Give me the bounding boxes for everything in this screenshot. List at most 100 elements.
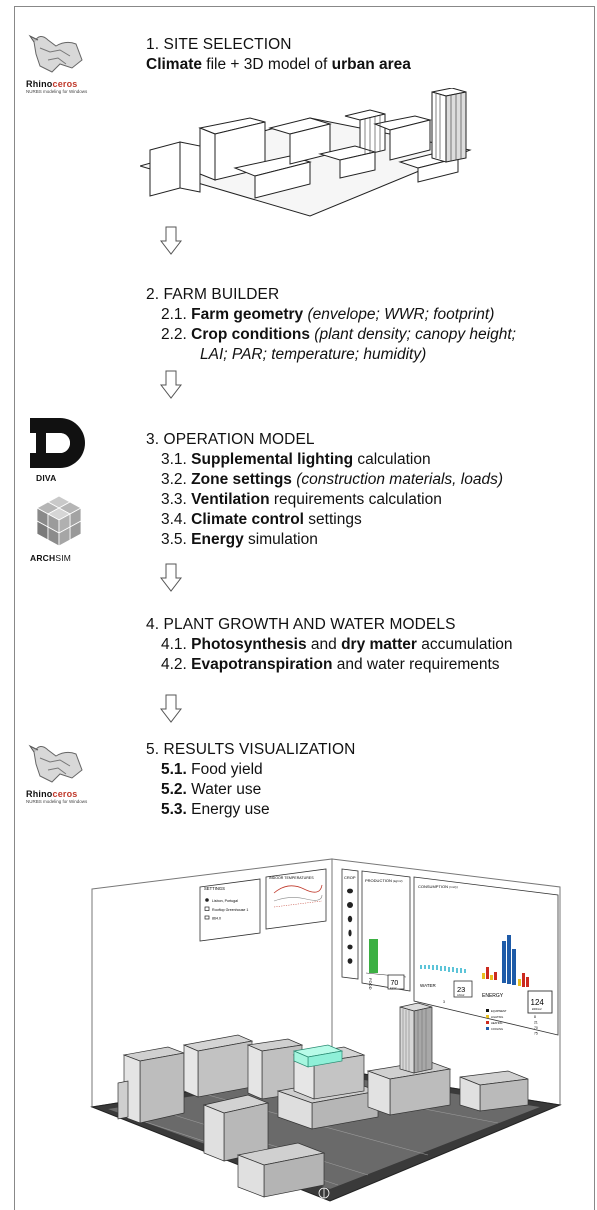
step-3-heading: 3. OPERATION MODEL	[146, 431, 315, 448]
step-2-2-cont-italic: LAI; PAR; temperature; humidity)	[200, 346, 427, 363]
diva-label: DIVA	[36, 473, 57, 483]
water-use-bars	[420, 965, 466, 973]
rooftop-greenhouse	[292, 1044, 344, 1068]
greenhouse-icon	[204, 906, 210, 911]
settings-panel: SETTINGS Lisbon, Portugal Rooftop Greenh…	[199, 878, 261, 942]
step-5-1-text: Food yield	[186, 761, 263, 778]
step-4-2-bold: Evapotranspiration	[191, 656, 333, 673]
archsim-label: ARCHSIM	[30, 553, 96, 563]
step-3-2-bold: Zone settings	[191, 471, 292, 488]
food-unit: kg/m2	[390, 987, 397, 990]
archsim-label-b: SIM	[55, 553, 72, 563]
crop-title: CROP	[344, 875, 356, 880]
step-3-3-bold: Ventilation	[191, 491, 270, 508]
step-2-2: 2.2. Crop conditions (plant density; can…	[146, 325, 516, 345]
crop-icon-lettuce	[347, 888, 353, 894]
production-title: PRODUCTION (kg/m²)	[365, 878, 403, 883]
legend-heating: HEATING	[491, 1021, 502, 1025]
rhino-brand-a: Rhino	[26, 79, 53, 89]
rhino-brand-b: ceros	[52, 79, 78, 89]
results-3d-visualization: SETTINGS Lisbon, Portugal Rooftop Greenh…	[90, 858, 562, 1202]
step-3-4: 3.4. Climate control settings	[146, 510, 503, 530]
crop-icon-cucumber	[348, 929, 352, 937]
water-value: 23	[457, 985, 465, 994]
step-3-4-text: settings	[304, 511, 362, 528]
step-3-5-text: simulation	[243, 531, 318, 548]
crop-icon-pepper	[347, 915, 353, 923]
step-3-5: 3.5. Energy simulation	[146, 530, 503, 550]
legend-equipment: EQUIPMENT	[491, 1009, 507, 1013]
step-4-1: 4.1. Photosynthesis and dry matter accum…	[146, 635, 513, 655]
step-2-2-cont: LAI; PAR; temperature; humidity)	[146, 345, 516, 365]
settings-greenhouse: Rooftop Greenhouse 1	[212, 908, 248, 912]
food-yield-bar	[369, 939, 378, 973]
archsim-logo: ARCHSIM	[26, 494, 96, 563]
step-3-3-num: 3.3.	[161, 491, 192, 508]
step-3-2-num: 3.2.	[161, 471, 192, 488]
step-5-2: 5.2. Water use	[146, 780, 355, 800]
arrow-down-icon	[160, 370, 182, 399]
step-farm-builder: 2. FARM BUILDER 2.1. Farm geometry (enve…	[146, 285, 516, 365]
step-1-bold-b: urban area	[331, 56, 411, 73]
step-4-heading: 4. PLANT GROWTH AND WATER MODELS	[146, 616, 456, 633]
step-5-1-num: 5.1.	[161, 761, 187, 778]
legend-lighting: LIGHTING	[491, 1015, 503, 1019]
crop-icon-strawberry	[347, 958, 353, 964]
indoor-temperatures-panel: INDOOR TEMPERATURES	[265, 868, 327, 930]
step-results-visualization: 5. RESULTS VISUALIZATION 5.1. Food yield…	[146, 740, 355, 820]
archsim-label-a: ARCH	[30, 553, 56, 563]
step-1-bold-a: Climate	[146, 56, 202, 73]
energy-label: ENERGY	[482, 993, 504, 999]
step-3-5-bold: Energy	[191, 531, 244, 548]
legend-cooling-value: 75	[534, 1032, 538, 1036]
rhino-tagline: NURBS modeling for Windows	[26, 89, 88, 94]
rhino-icon	[28, 34, 83, 73]
rhino-icon	[28, 744, 83, 783]
step-4-2-text: and water requirements	[332, 656, 500, 673]
step-4-2-num: 4.2.	[161, 656, 192, 673]
diva-logo: DIVA	[30, 418, 94, 483]
arrow-down-icon	[160, 563, 182, 592]
step-3-3: 3.3. Ventilation requirements calculatio…	[146, 490, 503, 510]
step-3-4-num: 3.4.	[161, 511, 192, 528]
step-4-1-text-a: and	[306, 636, 342, 653]
step-2-2-num: 2.2.	[161, 326, 192, 343]
rhino-logo-top: Rhinoceros NURBS modeling for Windows	[26, 30, 90, 94]
crop-panel: CROP	[341, 868, 359, 980]
step-1-text: file + 3D model of	[202, 56, 332, 73]
step-operation-model: 3. OPERATION MODEL 3.1. Supplemental lig…	[146, 430, 503, 550]
step-1-heading: 1. SITE SELECTION	[146, 36, 292, 53]
crop-icon-herb	[347, 944, 353, 950]
step-5-2-text: Water use	[186, 781, 262, 798]
step-3-1-num: 3.1.	[161, 451, 192, 468]
rhino-brand-b: ceros	[52, 789, 78, 799]
step-4-1-bold-a: Photosynthesis	[191, 636, 307, 653]
rhino-brand-a: Rhino	[26, 789, 53, 799]
step-3-1-bold: Supplemental lighting	[191, 451, 354, 468]
city-buildings	[117, 1002, 529, 1198]
energy-unit: kWh/m2	[532, 1007, 542, 1011]
step-3-2: 3.2. Zone settings (construction materia…	[146, 470, 503, 490]
location-pin-icon	[205, 898, 209, 902]
legend-swatch-lighting	[486, 1015, 489, 1018]
step-3-1-text: calculation	[353, 451, 431, 468]
legend-swatch-equipment	[486, 1009, 489, 1012]
step-5-heading: 5. RESULTS VISUALIZATION	[146, 741, 356, 758]
food-value: 70	[391, 980, 399, 987]
step-2-heading: 2. FARM BUILDER	[146, 286, 280, 303]
step-5-1: 5.1. Food yield	[146, 760, 355, 780]
water-note: 3	[443, 1000, 445, 1004]
water-label: WATER	[420, 983, 436, 988]
consumption-title: CONSUMPTION (/m²/y)	[418, 884, 458, 889]
diva-icon	[30, 418, 85, 468]
step-2-1-bold: Farm geometry	[191, 306, 304, 323]
step-2-2-italic: (plant density; canopy height;	[310, 326, 516, 343]
area-icon	[204, 915, 210, 920]
legend-lighting-value: 21	[534, 1021, 538, 1025]
legend-heating-value: 70	[534, 1026, 538, 1030]
crop-icon-tomato	[347, 902, 353, 908]
step-3-5-num: 3.5.	[161, 531, 192, 548]
settings-area: 864.0	[212, 917, 221, 921]
step-1-line: Climate file + 3D model of urban area	[146, 55, 411, 75]
energy-value: 124	[531, 998, 545, 1007]
